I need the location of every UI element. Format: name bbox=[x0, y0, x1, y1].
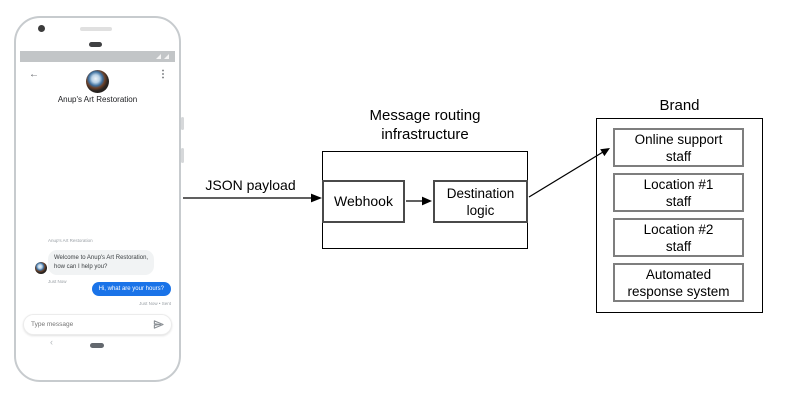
incoming-timestamp: Just Now bbox=[48, 279, 67, 284]
brand-item-automated-response: Automated response system bbox=[613, 263, 744, 302]
brand-avatar bbox=[86, 70, 109, 93]
overflow-menu-icon[interactable]: ⋮ bbox=[158, 69, 168, 80]
destination-label-line: Destination bbox=[446, 185, 515, 201]
phone-screen: ← ⋮ Anup's Art Restoration Anup's Art Re… bbox=[20, 51, 175, 353]
brand-item-location-1: Location #1 staff bbox=[613, 173, 744, 212]
brand-item-line: Location #1 bbox=[643, 176, 714, 192]
power-button bbox=[181, 117, 184, 130]
message-avatar bbox=[35, 262, 47, 274]
nav-back-icon[interactable]: ‹ bbox=[50, 337, 53, 347]
brand-item-line: Online support bbox=[634, 131, 723, 147]
destination-logic-box: Destination logic bbox=[433, 180, 528, 223]
arrowhead bbox=[311, 193, 322, 203]
brand-item-line: response system bbox=[627, 283, 730, 299]
brand-title: Brand bbox=[659, 97, 700, 114]
back-arrow-icon[interactable]: ← bbox=[29, 69, 39, 80]
brand-item-line: Automated bbox=[645, 266, 712, 282]
incoming-message-line: how can I help you? bbox=[54, 263, 108, 270]
routing-title-line: infrastructure bbox=[381, 126, 469, 143]
routing-title: Message routing infrastructure bbox=[322, 106, 528, 144]
brand-item-location-2: Location #2 staff bbox=[613, 218, 744, 257]
outgoing-message-bubble: Hi, what are your hours? bbox=[91, 282, 171, 296]
status-bar bbox=[20, 51, 175, 62]
message-input-field[interactable] bbox=[31, 321, 153, 328]
message-input[interactable] bbox=[23, 314, 172, 335]
routing-title-line: Message routing bbox=[369, 107, 481, 124]
sender-label: Anup's Art Restoration bbox=[48, 238, 93, 243]
brand-item-line: staff bbox=[665, 148, 692, 164]
volume-button bbox=[181, 148, 184, 163]
nav-home-button[interactable] bbox=[90, 343, 104, 348]
json-payload-label: JSON payload bbox=[205, 177, 296, 193]
incoming-message-line: Welcome to Anup's Art Restoration, bbox=[54, 255, 149, 261]
webhook-box: Webhook bbox=[322, 180, 405, 223]
send-icon[interactable] bbox=[153, 319, 164, 330]
phone-mockup: ← ⋮ Anup's Art Restoration Anup's Art Re… bbox=[14, 16, 184, 382]
brand-item-line: staff bbox=[665, 238, 692, 254]
front-camera-icon bbox=[38, 25, 45, 32]
destination-label-line: logic bbox=[466, 202, 495, 218]
earpiece bbox=[89, 42, 102, 47]
battery-icon bbox=[164, 54, 169, 59]
brand-item-online-support: Online support staff bbox=[613, 128, 744, 167]
brand-item-line: staff bbox=[665, 193, 692, 209]
brand-item-line: Location #2 bbox=[643, 221, 714, 237]
webhook-label: Webhook bbox=[334, 193, 393, 209]
incoming-message-bubble: Welcome to Anup's Art Restoration, how c… bbox=[48, 250, 155, 275]
signal-icon bbox=[156, 54, 161, 59]
chat-title: Anup's Art Restoration bbox=[57, 95, 138, 104]
outgoing-timestamp: Just Now • Sent bbox=[139, 301, 171, 306]
speaker-slot bbox=[80, 27, 112, 31]
